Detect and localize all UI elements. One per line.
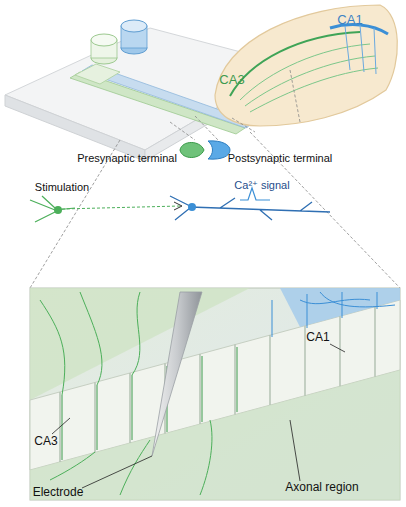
green-chamber <box>75 64 120 84</box>
part-label: Electrode <box>33 486 84 499</box>
stimulation-path <box>62 206 180 209</box>
part-label: Ca²⁺ signal <box>234 179 289 191</box>
groove <box>94 382 95 452</box>
leader-line <box>52 418 70 434</box>
postsynaptic-terminal <box>208 141 230 159</box>
electrode-symbol <box>152 292 202 456</box>
stimulation-arrowhead <box>174 202 182 210</box>
part-label: CA1 <box>337 13 362 27</box>
groove <box>374 307 375 377</box>
axon-fiber <box>40 292 212 495</box>
leader-line <box>82 456 152 488</box>
groove <box>269 335 270 405</box>
zoom-line <box>290 70 300 122</box>
postsynaptic-soma <box>188 203 196 211</box>
schaffer-fiber <box>245 56 375 106</box>
zoom-line <box>195 116 218 140</box>
hippocampus-outline <box>215 5 397 126</box>
micrograph-panel <box>30 288 400 500</box>
part-label: Presynaptic terminal <box>77 152 177 164</box>
ca3-axons <box>40 292 237 495</box>
dendrite-fiber <box>272 292 395 337</box>
groove <box>129 373 130 443</box>
part-label: Axonal region <box>285 481 358 494</box>
groove <box>339 316 340 386</box>
part-label: Stimulation <box>35 181 89 193</box>
presynaptic-soma <box>54 206 62 214</box>
ca1-dendrite <box>345 25 376 74</box>
part-label: CA3 <box>34 435 57 448</box>
groove <box>234 345 235 415</box>
part-label: CA3 <box>219 73 244 87</box>
schaffer-fiber <box>250 68 378 112</box>
green-reservoir <box>91 34 117 46</box>
presynaptic-terminal <box>180 143 204 158</box>
part-label: Postsynaptic terminal <box>228 152 333 164</box>
axon-fiber <box>62 347 237 460</box>
zoom-line <box>232 118 255 132</box>
postsynaptic-neuron <box>170 196 330 220</box>
blue-reservoir <box>121 20 147 32</box>
chip-side <box>5 95 145 161</box>
groove <box>199 354 200 424</box>
groove <box>304 326 305 396</box>
zoom-line <box>170 122 195 140</box>
leader-line <box>330 344 345 352</box>
axonal-grooves <box>60 307 375 462</box>
ca3-cell-layer <box>230 32 360 96</box>
leader-line <box>290 420 300 481</box>
part-label: CA1 <box>306 331 329 344</box>
ca1-dendrites <box>272 292 395 337</box>
ca3-region <box>30 370 400 500</box>
